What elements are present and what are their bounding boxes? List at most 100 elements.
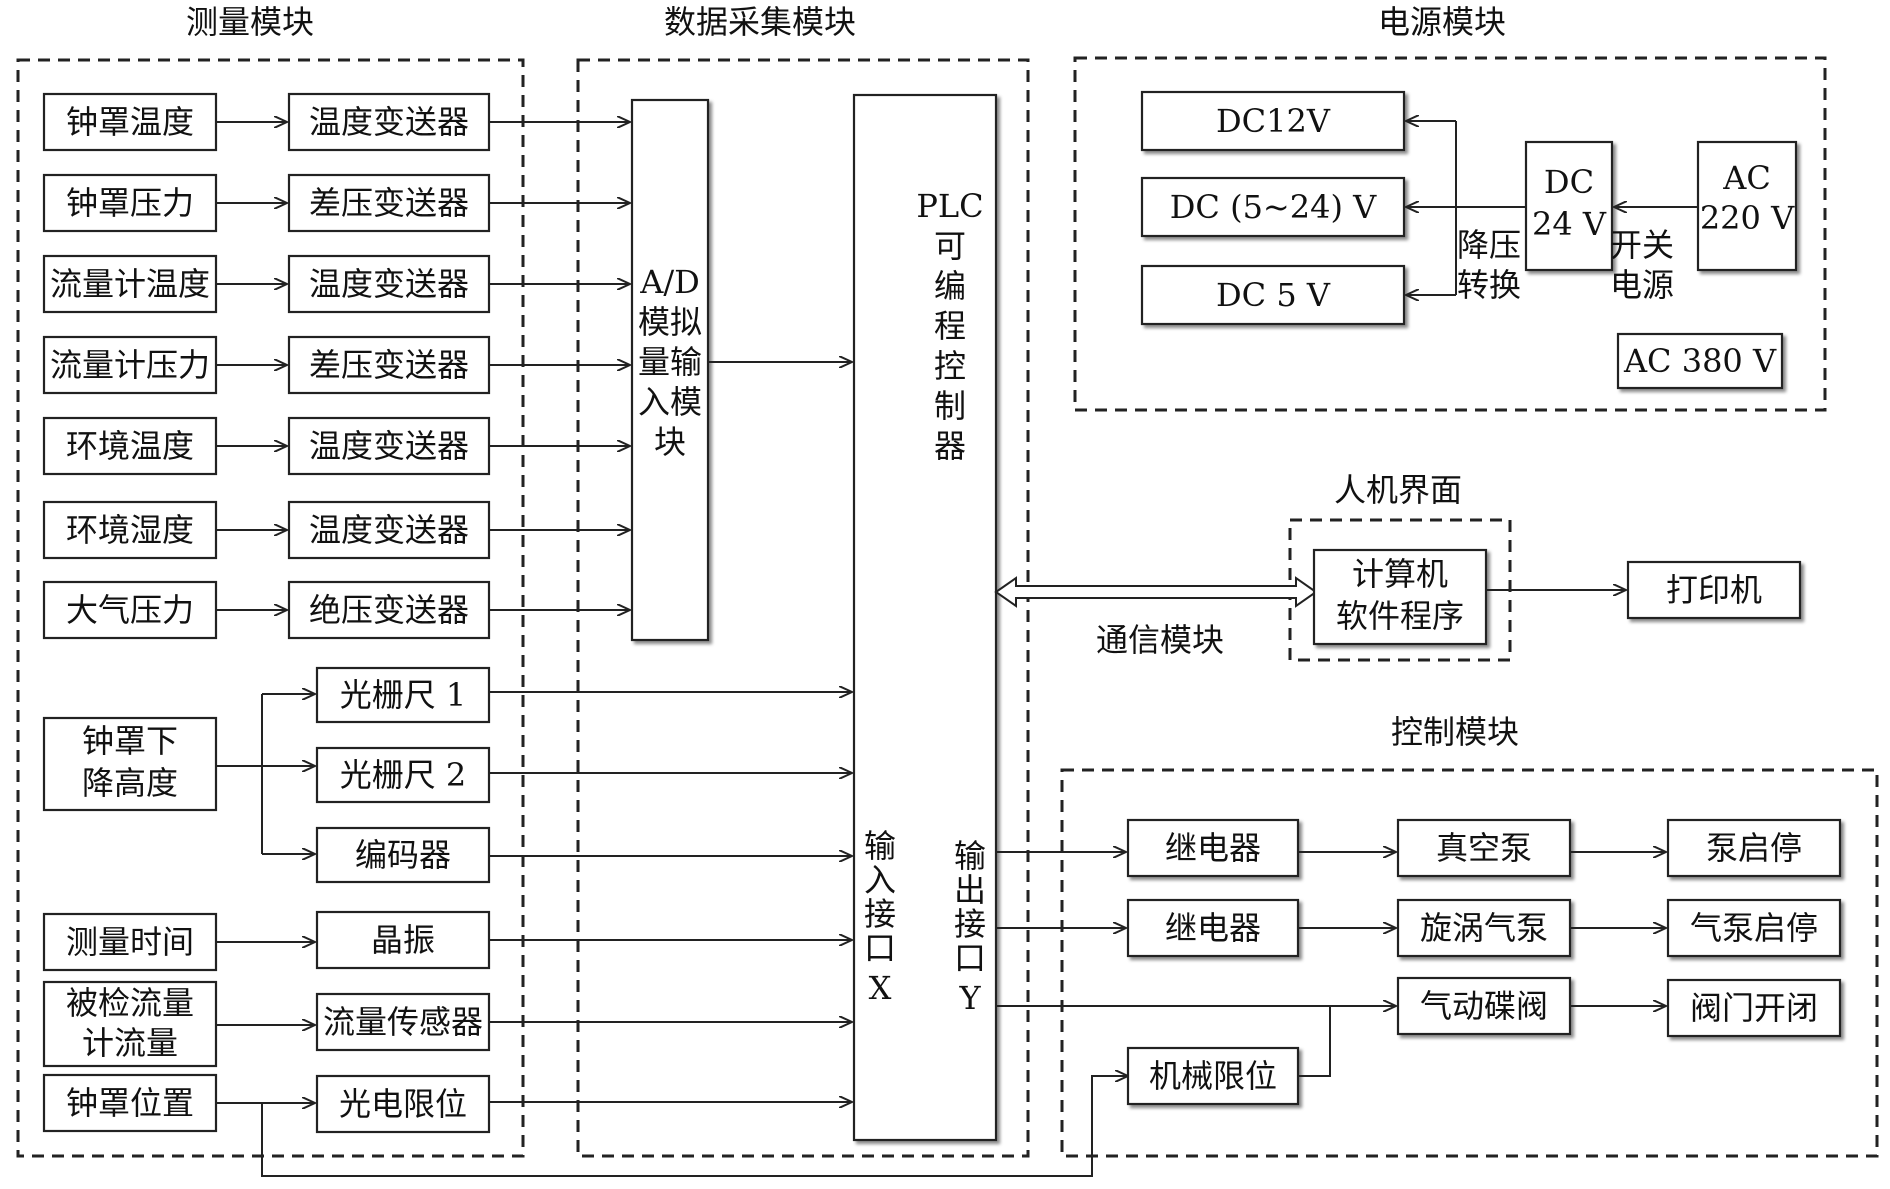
- transmitter-label: 差压变送器: [309, 346, 469, 384]
- sensor-label: 大气压力: [66, 591, 194, 629]
- connector: [1298, 1006, 1331, 1077]
- ad-module-line: 块: [654, 423, 686, 461]
- plc-output-line: 输: [954, 837, 986, 875]
- transmitter-box: [287, 254, 491, 314]
- relay-2-label: 继电器: [1165, 909, 1261, 947]
- sensor-label: 环境湿度: [66, 511, 194, 549]
- buck-label-line: 转换: [1457, 266, 1521, 304]
- ad-module-line: A/D: [639, 263, 700, 301]
- transmitter-label: 温度变送器: [309, 265, 469, 303]
- section-title-measurement: 测量模块: [186, 3, 314, 41]
- flow-box: [42, 980, 218, 1068]
- ad-module-box: [630, 98, 710, 642]
- dc5-label: DC 5 V: [1216, 276, 1331, 314]
- dc12-label: DC12V: [1216, 102, 1331, 140]
- plc-title-line: 制: [934, 387, 966, 425]
- sensor-label: 环境温度: [66, 427, 194, 465]
- plc-title-line: PLC: [916, 187, 983, 225]
- transmitter-label: 温度变送器: [309, 511, 469, 549]
- dc24-label-line: 24 V: [1532, 205, 1607, 243]
- vacuum-pump-box: [1396, 818, 1572, 878]
- transmitter-box: [287, 335, 491, 395]
- plc-title-line: 可: [934, 227, 966, 265]
- plc-input-line: 输: [864, 827, 896, 865]
- sensor-box: [42, 335, 218, 395]
- ac220-label-line: AC: [1722, 159, 1771, 197]
- printer-label: 打印机: [1666, 571, 1762, 609]
- flow-label-line: 计流量: [82, 1024, 178, 1062]
- mech-limit-box: [1126, 1046, 1300, 1106]
- ac220-box: [1696, 140, 1798, 272]
- section-title-hmi: 人机界面: [1334, 471, 1462, 509]
- valve-open-close-label: 阀门开闭: [1690, 989, 1818, 1027]
- section-title-power: 电源模块: [1378, 3, 1506, 41]
- ac380-box: [1616, 332, 1784, 390]
- plc-title-line: 编: [934, 267, 966, 305]
- plc-output-line: 接: [954, 905, 986, 943]
- time-box: [42, 912, 218, 972]
- sensor-row: 大气压力 绝压变送器: [42, 580, 630, 640]
- crystal-box: [315, 910, 491, 970]
- bell-drop-label-line: 降高度: [82, 764, 178, 802]
- flow-sensor-label: 流量传感器: [323, 1003, 483, 1041]
- ad-module-line: 入模: [638, 383, 702, 421]
- comm-label: 通信模块: [1096, 621, 1224, 659]
- sensor-label: 钟罩温度: [66, 103, 194, 141]
- plc-input-line: 入: [864, 861, 896, 899]
- computer-label-line: 软件程序: [1336, 597, 1464, 635]
- ad-module-line: 量输: [638, 343, 702, 381]
- butterfly-valve-label: 气动碟阀: [1420, 987, 1548, 1025]
- mech-limit-label: 机械限位: [1149, 1057, 1277, 1095]
- sensor-box: [42, 173, 218, 233]
- transmitter-label: 绝压变送器: [309, 591, 469, 629]
- relay-1-box: [1126, 818, 1300, 878]
- sensor-box: [42, 580, 218, 640]
- comm-double-arrow: [994, 576, 1318, 608]
- power-module-frame: [1073, 56, 1827, 412]
- sensor-box: [42, 254, 218, 314]
- transmitter-box: [287, 92, 491, 152]
- sensor-row: 环境湿度 温度变送器: [42, 500, 630, 560]
- plc-title-line: 程: [934, 307, 966, 345]
- section-title-control: 控制模块: [1391, 713, 1519, 751]
- relay-1-label: 继电器: [1165, 829, 1261, 867]
- air-pump-start-stop-box: [1666, 898, 1842, 958]
- dc24-label-line: DC: [1544, 163, 1594, 201]
- comm-arrow-shape: [994, 576, 1318, 608]
- pump-start-stop-label: 泵启停: [1706, 829, 1802, 867]
- plc-box: [852, 93, 998, 1142]
- relay-2-box: [1126, 898, 1300, 958]
- encoder-box: [315, 826, 491, 884]
- plc-title-line: 控: [934, 347, 966, 385]
- plc-output-line: 出: [954, 871, 986, 909]
- vortex-pump-box: [1396, 898, 1572, 958]
- bell-drop-label-line: 钟罩下: [82, 722, 178, 760]
- position-to-mech-limit-connector: [261, 1076, 1128, 1177]
- photo-limit-label: 光电限位: [339, 1085, 467, 1123]
- grating-ruler-2-label: 光栅尺 2: [340, 756, 467, 794]
- crystal-label: 晶振: [371, 921, 435, 959]
- section-title-acquisition: 数据采集模块: [664, 3, 856, 41]
- ad-module-line: 模拟: [638, 303, 702, 341]
- plc-input-line: 接: [864, 895, 896, 933]
- grating-ruler-1-box: [315, 666, 491, 724]
- plc-output-line: 口: [954, 939, 986, 977]
- acquisition-module-frame: [576, 58, 1030, 1158]
- switch-label-line: 开关: [1610, 226, 1674, 264]
- plc-input-line: 口: [864, 929, 896, 967]
- vortex-pump-label: 旋涡气泵: [1420, 909, 1548, 947]
- position-label: 钟罩位置: [66, 1084, 194, 1122]
- dc5-box: [1140, 264, 1406, 326]
- sensor-label: 流量计压力: [50, 346, 210, 384]
- transmitter-box: [287, 580, 491, 640]
- sensor-label: 流量计温度: [50, 265, 210, 303]
- dc5-24-box: [1140, 176, 1406, 238]
- flow-sensor-box: [315, 992, 491, 1052]
- dc5-24-label: DC (5~24) V: [1170, 188, 1377, 226]
- sensor-row: 流量计温度 温度变送器: [42, 254, 630, 314]
- grating-ruler-1-label: 光栅尺 1: [340, 676, 467, 714]
- ac220-label-line: 220 V: [1700, 199, 1795, 237]
- position-box: [42, 1073, 218, 1133]
- sensor-label: 钟罩压力: [66, 184, 194, 222]
